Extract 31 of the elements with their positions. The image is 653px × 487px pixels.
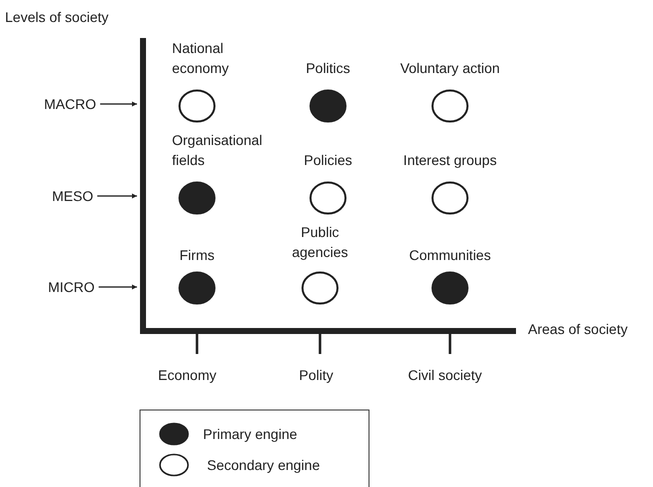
circle-label: Firms <box>180 246 214 265</box>
category-label: Polity <box>299 366 334 385</box>
arrow <box>97 194 137 198</box>
hollow-circle <box>310 182 346 214</box>
circle-label: Organisational fields <box>172 131 264 170</box>
hollow-circle <box>302 272 338 304</box>
hollow-circle <box>432 182 468 214</box>
arrow <box>98 284 137 290</box>
category-label: Civil society <box>408 366 482 385</box>
level-label: MACRO <box>44 94 96 114</box>
circle-label: Policies <box>304 151 352 170</box>
circle-label: National economy <box>172 39 230 78</box>
level-label: MESO <box>52 186 94 206</box>
circle-label: Communities <box>409 246 491 265</box>
legend-label: Primary engine <box>203 425 298 444</box>
circle-label: Public agencies <box>290 223 350 262</box>
hollow-circle <box>178 90 216 122</box>
filled-circle <box>178 182 216 214</box>
filled-circle <box>432 272 468 304</box>
filled-circle <box>310 90 346 122</box>
category-label: Economy <box>158 366 216 385</box>
arrow <box>100 102 137 106</box>
filled-circle <box>178 272 216 304</box>
circle-label: Interest groups <box>403 151 497 170</box>
axis-title: Areas of society <box>528 320 628 339</box>
hollow-circle <box>432 90 468 122</box>
legend-label: Secondary engine <box>207 456 320 475</box>
circle-label: Voluntary action <box>400 59 500 78</box>
axis-title: Levels of society <box>5 8 108 27</box>
circle-label: Politics <box>306 59 350 78</box>
level-label: MICRO <box>48 277 95 297</box>
